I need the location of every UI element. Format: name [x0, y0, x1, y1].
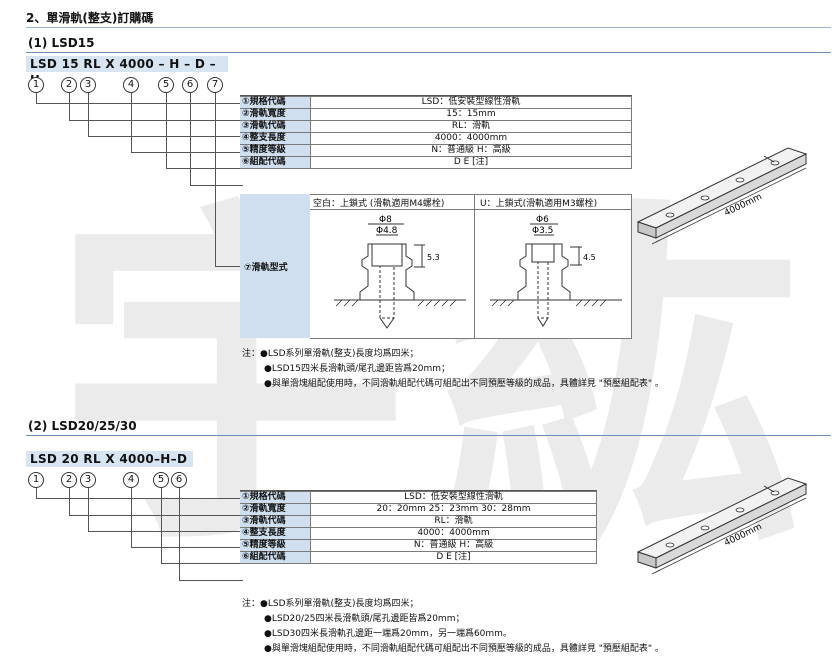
row-label: ④整支長度: [240, 527, 311, 540]
row-value: 20：20mm 25：23mm 30：28mm: [310, 503, 597, 516]
part1-right-dim-45: 4.5: [583, 253, 596, 262]
row-label: ③滑軌代碼: [240, 515, 311, 528]
row-label: ②滑軌寬度: [240, 108, 311, 121]
part2-connector-1: [36, 488, 243, 499]
part2-note-2: ●LSD20/25四米長滑軌頭/尾孔邊距皆爲20mm；: [264, 614, 465, 624]
part2-connector-4: [131, 488, 243, 548]
part2-circle-4: 4: [123, 472, 139, 488]
part2-note-3: ●LSD30四米長滑軌孔邊距一端爲20mm，另一端爲60mm。: [264, 629, 512, 639]
row-value: D E [注]: [310, 156, 632, 169]
row-label: ⑤精度等級: [240, 144, 311, 157]
part2-connector-2: [69, 488, 243, 516]
part1-connector-3: [88, 93, 243, 137]
part2-circle-5: 5: [153, 472, 169, 488]
part1-table-topline: [240, 95, 632, 96]
part1-circle-6: 6: [182, 77, 198, 93]
part1-right-caption: U：上鎖式(滑軌適用M3螺栓): [480, 199, 598, 209]
row-label: ①規格代碼: [240, 491, 311, 504]
part2-circle-2: 2: [61, 472, 77, 488]
part1-connector-2: [69, 93, 243, 121]
section-underline: [26, 27, 831, 28]
part1-left-caption: 空白：上鎖式 (滑軌適用M4螺栓): [313, 199, 445, 209]
part1-circle-1: 1: [28, 77, 44, 93]
part1-circle-4: 4: [123, 77, 139, 93]
part1-rail-illustration: 4000mm: [636, 147, 808, 245]
part2-code: LSD 20 RL X 4000–H–D: [26, 451, 193, 467]
row-label: ⑤精度等級: [240, 539, 311, 552]
part1-type-drawing-frame: [310, 194, 632, 339]
row-value: LSD：低安裝型線性滑軌: [310, 491, 597, 504]
row-value: RL：滑軌: [310, 515, 597, 528]
part1-type-label: ⑦滑軌型式: [244, 263, 288, 273]
part1-right-dim-phi35: Φ3.5: [532, 226, 553, 236]
part1-circle-2: 2: [61, 77, 77, 93]
part2-underline: [26, 435, 831, 436]
part1-connector-7: [215, 93, 243, 267]
part1-note-1: 注：●LSD系列單滑軌(整支)長度均爲四米；: [242, 349, 419, 359]
part1-left-dim-53: 5.3: [427, 253, 440, 262]
row-label: ③滑軌代碼: [240, 120, 311, 133]
row-value: N：普通級 H：高級: [310, 144, 632, 157]
row-label: ①規格代碼: [240, 96, 311, 109]
section-title: 2、單滑軌(整支)訂購碼: [26, 11, 154, 25]
part2-rail-illustration: 4000mm: [636, 477, 808, 575]
part2-table-topline: [240, 490, 597, 491]
part1-connector-4: [131, 93, 243, 153]
row-value: N：普通級 H：高級: [310, 539, 597, 552]
row-label: ⑥組配代碼: [240, 551, 311, 564]
part2-note-1: 注：●LSD系列單滑軌(整支)長度均爲四米；: [242, 599, 419, 609]
part2-connector-5: [161, 488, 243, 564]
part1-left-profile-drawing: Φ8 Φ4.8 5.3: [334, 215, 466, 329]
part1-right-dim-phi6: Φ6: [536, 215, 549, 225]
part1-connector-6: [190, 93, 243, 186]
part2-circle-3: 3: [80, 472, 96, 488]
row-value: D E [注]: [310, 551, 597, 564]
part2-connector-3: [88, 488, 243, 532]
part1-circle-7: 7: [207, 77, 223, 93]
row-value: LSD：低安裝型線性滑軌: [310, 96, 632, 109]
row-value: 4000：4000mm: [310, 527, 597, 540]
part1-note-2: ●LSD15四米長滑軌頭/尾孔邊距皆爲20mm；: [264, 364, 450, 374]
part1-underline: [26, 52, 831, 53]
part2-connector-6: [179, 488, 243, 581]
part1-type-label-cell: [240, 194, 310, 338]
part2-circle-1: 1: [28, 472, 44, 488]
part1-caption-divider: [310, 209, 632, 210]
part1-note-3: ●與單滑塊組配使用時，不同滑軌組配代碼可組配出不同預壓等級的成品，具體詳見 "預…: [264, 379, 664, 389]
row-value: 4000：4000mm: [310, 132, 632, 145]
part2-circle-6: 6: [171, 472, 187, 488]
part1-code: LSD 15 RL X 4000 – H – D – U: [26, 56, 228, 87]
row-label: ②滑軌寬度: [240, 503, 311, 516]
row-value: 15：15mm: [310, 108, 632, 121]
part1-left-dim-phi8: Φ8: [379, 215, 392, 225]
row-value: RL：滑軌: [310, 120, 632, 133]
row-label: ④整支長度: [240, 132, 311, 145]
part1-connector-5: [166, 93, 243, 169]
part2-note-4: ●與單滑塊組配使用時，不同滑軌組配代碼可組配出不同預壓等級的成品，具體詳見 "預…: [264, 644, 664, 654]
part1-title: (1) LSD15: [28, 36, 95, 50]
part1-type-divider: [474, 194, 475, 338]
part1-circle-3: 3: [80, 77, 96, 93]
part1-circle-5: 5: [158, 77, 174, 93]
part1-left-dim-phi48: Φ4.8: [376, 226, 398, 236]
part2-title: (2) LSD20/25/30: [28, 419, 137, 433]
part1-connector-1: [36, 93, 243, 104]
row-label: ⑥組配代碼: [240, 156, 311, 169]
part1-right-profile-drawing: Φ6 Φ3.5 4.5: [490, 215, 622, 327]
